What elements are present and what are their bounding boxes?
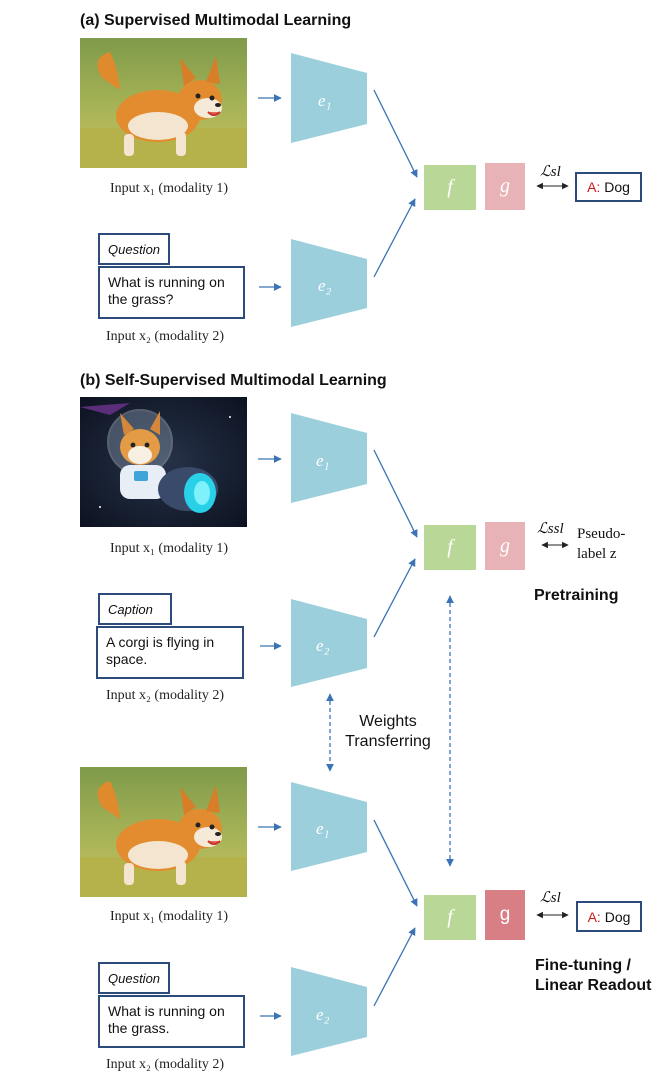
pseudo-label-line1: Pseudo- [577,526,626,542]
input-x2-label-finetune: Input x₂ (modality 2) [106,1057,225,1072]
arrow-e1-to-f-finetune [373,819,418,907]
answer-prefix-finetune: A: [587,908,601,925]
encoder-e2-shape-finetune [291,967,367,1056]
section-a-title: (a) Supervised Multimodal Learning [80,12,352,29]
encoder-e1-shape-pretrain [291,413,367,503]
arrow-e2-to-f [373,198,416,278]
caption-text-box: A corgi is flying in space. [96,626,244,679]
encoder-e2-label-finetune: e₂ [316,1005,330,1024]
input-x1-label-finetune: Input x₁ (modality 1) [110,909,229,924]
arrow-e2-to-f-pretrain [373,558,416,638]
answer-prefix: A: [587,179,601,195]
pseudo-label-line2: label z [577,546,617,562]
weights-transferring-line1: Weights [359,713,417,730]
arrow-e1-to-f-pretrain [373,449,418,538]
encoder-e1-shape-finetune [291,782,367,871]
corgi-grass-image-finetune [80,767,247,897]
head-g-box-finetune: g [485,890,525,940]
loss-ssl-label: ℒssl [537,521,564,537]
answer-value-finetune: Dog [604,908,631,925]
arrow-e2-to-f-finetune [373,927,416,1007]
encoder-e2-shape [291,239,367,327]
input-x1-label-pretrain: Input x₁ (modality 1) [110,541,229,556]
corgi-grass-image-a [80,38,247,168]
loss-sl-label-finetune: ℒsl [540,890,561,906]
fusion-f-box-finetune: f [424,895,476,940]
encoder-e2-label: e₂ [318,276,332,295]
loss-sl-label: ℒsl [540,164,561,180]
answer-box-finetune: A: Dog [576,901,642,932]
question-text-box-finetune: What is running on the grass. [98,995,245,1048]
head-g-box-pretrain: g [485,522,525,570]
encoder-e1-label-finetune: e₁ [316,819,329,838]
corgi-space-image [80,397,247,527]
fusion-f-box: f [424,165,476,210]
arrow-e1-to-f [373,89,418,178]
encoder-e1-label: e₁ [318,91,331,110]
pretraining-label: Pretraining [534,587,619,604]
question-tag-finetune: Question [98,962,170,994]
answer-value: Dog [604,179,630,195]
question-text-box: What is running on the grass? [98,266,245,319]
finetuning-label-line1: Fine-tuning / [535,957,631,974]
encoder-e1-label-pretrain: e₁ [316,451,329,470]
encoder-e1-shape [291,53,367,143]
section-b-title: (b) Self-Supervised Multimodal Learning [80,372,387,389]
head-g-box: g [485,163,525,210]
weights-transferring-line2: Transferring [345,733,431,750]
finetuning-label-line2: Linear Readout [535,977,652,994]
caption-tag: Caption [98,593,172,625]
encoder-e2-label-pretrain: e₂ [316,636,330,655]
input-x2-label-pretrain: Input x₂ (modality 2) [106,688,225,703]
encoder-e2-shape-pretrain [291,599,367,687]
input-x1-label: Input x₁ (modality 1) [110,181,229,196]
fusion-f-box-pretrain: f [424,525,476,570]
input-x2-label: Input x₂ (modality 2) [106,329,225,344]
answer-box: A: Dog [575,172,642,202]
question-tag: Question [98,233,170,265]
